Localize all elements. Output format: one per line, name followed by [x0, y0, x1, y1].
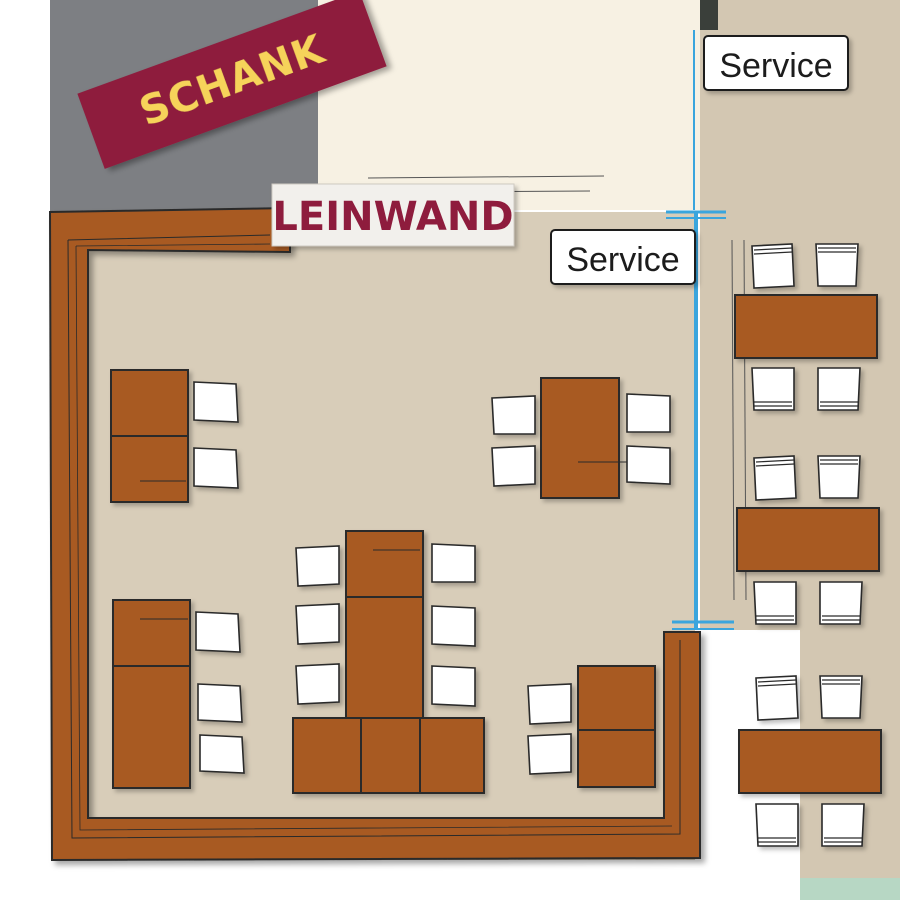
chair-icon: [193, 447, 239, 489]
chair-icon: [626, 445, 671, 485]
table-icon: [736, 507, 880, 572]
chair-icon: [755, 675, 799, 721]
table-icon: [112, 665, 191, 789]
chair-icon: [821, 803, 865, 847]
chair-icon: [753, 455, 797, 501]
chair-icon: [431, 605, 476, 647]
chair-icon: [817, 367, 861, 411]
chair-icon: [751, 367, 795, 411]
table-icon: [345, 596, 424, 719]
screen-line-1: [367, 175, 605, 179]
screen-sign-label: LEINWAND: [272, 194, 513, 240]
table-group-right-bottom: [577, 665, 656, 788]
service-label-top: Service: [703, 35, 849, 91]
chair-icon: [195, 611, 241, 653]
table-icon: [112, 599, 191, 667]
chair-icon: [491, 445, 536, 487]
chair-icon: [527, 733, 572, 775]
screen-area: [318, 0, 700, 210]
chair-icon: [491, 395, 536, 435]
side-tables: [734, 294, 882, 794]
service-label-mid: Service: [550, 229, 696, 285]
service-label-top-text: Service: [719, 47, 832, 85]
table-icon: [577, 665, 656, 731]
side-chairs: [751, 243, 865, 847]
chair-icon: [199, 734, 245, 774]
chair-icon: [753, 581, 797, 625]
chair-icon: [431, 665, 476, 707]
table-icon: [360, 717, 421, 794]
chair-icon: [193, 381, 239, 423]
chair-icon: [626, 393, 671, 433]
chair-icon: [295, 545, 340, 587]
table-group-left-bottom: [112, 599, 191, 789]
table-icon: [419, 717, 485, 794]
service-guide-1: [731, 239, 735, 601]
chair-icon: [527, 683, 572, 725]
chair-icon: [431, 543, 476, 583]
wood-wall-inner-line-2: [75, 243, 673, 831]
chair-icon: [295, 663, 340, 705]
chair-icon: [755, 803, 799, 847]
chair-icon: [819, 675, 863, 719]
table-icon: [110, 369, 189, 437]
table-group-center: [292, 530, 485, 794]
chair-icon: [295, 603, 340, 645]
chair-icon: [815, 243, 859, 287]
chair-icon: [817, 455, 861, 499]
table-icon: [540, 377, 620, 499]
table-icon: [577, 729, 656, 788]
chair-icon: [197, 683, 243, 723]
table-icon: [738, 729, 882, 794]
bottom-right-corner: [800, 878, 900, 900]
service-divider: [666, 30, 734, 630]
table-group-left-top: [110, 369, 189, 503]
screen-sign: LEINWAND: [271, 183, 515, 247]
chair-icon: [751, 243, 795, 289]
table-icon: [345, 530, 424, 598]
table-icon: [292, 717, 362, 794]
table-icon: [110, 435, 189, 503]
service-label-mid-text: Service: [566, 241, 679, 279]
chair-icon: [819, 581, 863, 625]
table-group-right-top: [540, 377, 640, 499]
table-icon: [734, 294, 878, 359]
wood-wall-inner-line: [67, 234, 681, 839]
